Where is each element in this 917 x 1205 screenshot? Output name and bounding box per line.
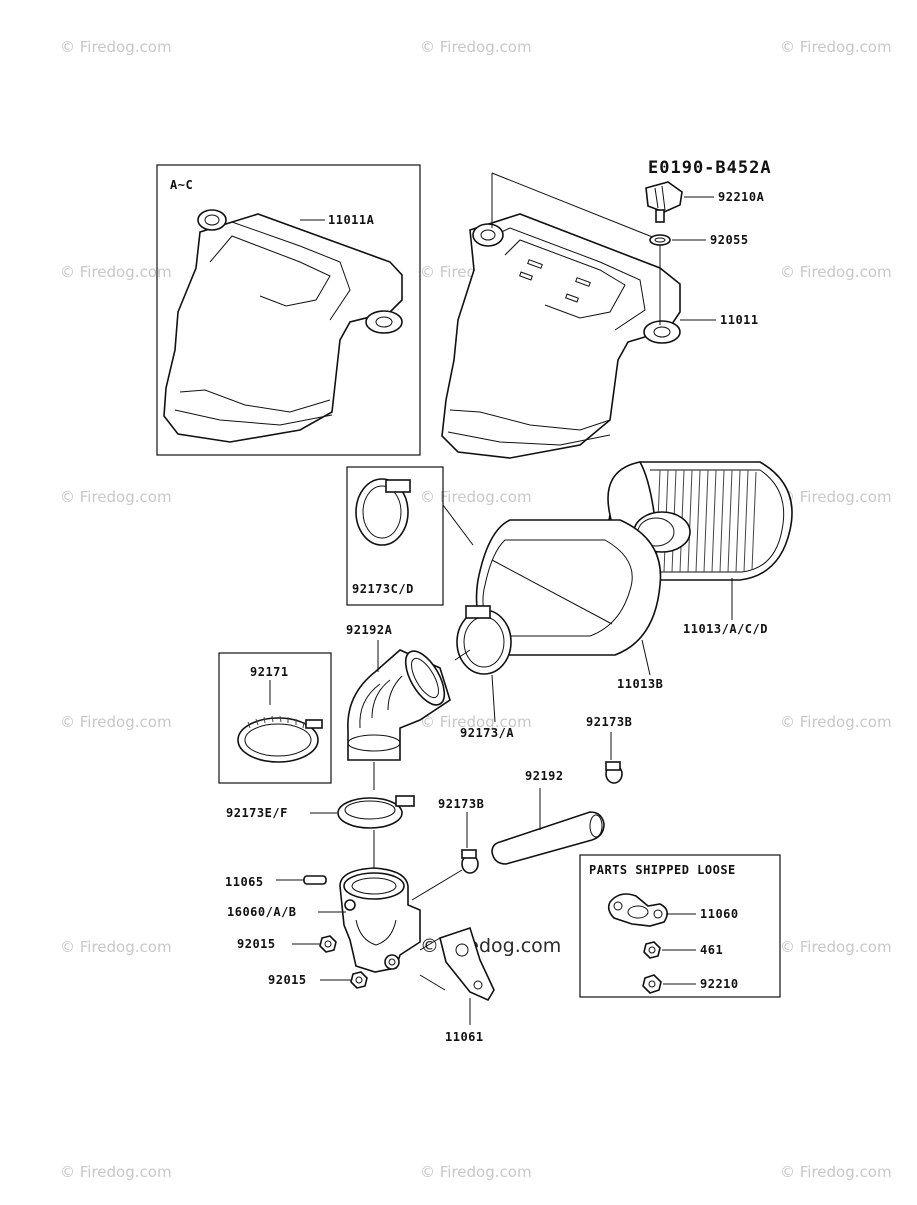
diagram-code: E0190-B452A — [648, 158, 772, 178]
nut-92210-illustration — [642, 974, 662, 994]
watermark: © Firedog.com — [420, 713, 532, 731]
watermark: © Firedog.com — [60, 38, 172, 56]
callout-11011a: 11011A — [328, 213, 375, 227]
callout-11061: 11061 — [445, 1030, 484, 1044]
precleaner-11013b-illustration — [475, 519, 662, 656]
watermark: © Firedog.com — [780, 1163, 892, 1181]
clamp-92173b-top-illustration — [605, 761, 623, 784]
watermark: © Firedog.com — [420, 488, 532, 506]
watermark: © Firedog.com — [60, 713, 172, 731]
watermark: © Firedog.com — [60, 1163, 172, 1181]
callout-92173a: 92173/A — [460, 726, 514, 740]
washer-92055-illustration — [649, 234, 671, 246]
cover-11011a-illustration — [163, 209, 403, 443]
watermark: © Firedog.com — [780, 713, 892, 731]
watermark: © Firedog.com — [420, 1163, 532, 1181]
clamp-box-92171: 92171 — [218, 652, 332, 784]
watermark: © Firedog.com — [60, 938, 172, 956]
callout-11011: 11011 — [720, 313, 759, 327]
duct-92192a-illustration — [347, 649, 451, 761]
parts-shipped-loose-box: PARTS SHIPPED LOOSE 11060 461 92210 — [579, 854, 781, 998]
watermark: © Firedog.com — [780, 488, 892, 506]
pin-11065-illustration — [303, 875, 327, 885]
callout-92015-a: 92015 — [237, 937, 276, 951]
callout-92173b-mid: 92173B — [438, 797, 484, 811]
clamp-box-92173cd: 92173C/D — [346, 466, 444, 606]
watermark: © Firedog.com — [60, 263, 172, 281]
clamp-92173b-mid-illustration — [461, 849, 479, 874]
callout-16060ab: 16060/A/B — [227, 905, 297, 919]
loose-frame — [579, 854, 781, 998]
callout-92173b-top: 92173B — [586, 715, 632, 729]
callout-11013b: 11013B — [617, 677, 663, 691]
loose-parts-title: PARTS SHIPPED LOOSE — [589, 863, 736, 877]
callout-92055: 92055 — [710, 233, 749, 247]
washer-461-illustration — [643, 941, 661, 959]
callout-92210a: 92210A — [718, 190, 765, 204]
callout-92210: 92210 — [700, 977, 739, 991]
watermark: © Firedog.com — [420, 38, 532, 56]
watermark: © Firedog.com — [60, 488, 172, 506]
hose-92192-illustration — [491, 811, 605, 865]
variant-label: A~C — [170, 178, 193, 192]
variant-frame — [156, 164, 421, 456]
callout-92171: 92171 — [250, 665, 289, 679]
clamp-frame — [218, 652, 332, 784]
callout-92173ef: 92173E/F — [226, 806, 288, 820]
cover-11011-illustration — [441, 213, 681, 459]
callout-92173cd: 92173C/D — [352, 582, 414, 596]
nut-92015-b-illustration — [350, 971, 368, 989]
gasket-11060-illustration — [607, 893, 668, 927]
callout-11065: 11065 — [225, 875, 264, 889]
callout-92192a: 92192A — [346, 623, 393, 637]
callout-461: 461 — [700, 943, 723, 957]
knob-92210a-illustration — [645, 181, 683, 223]
elbow-16060-illustration — [339, 867, 421, 973]
watermark: © Firedog.com — [780, 263, 892, 281]
callout-92015-b: 92015 — [268, 973, 307, 987]
callout-11060: 11060 — [700, 907, 739, 921]
clamp-frame — [346, 466, 444, 606]
clamp-92173ef-illustration — [337, 795, 415, 829]
nut-92015-a-illustration — [319, 935, 337, 953]
variant-box-a-c: A~C 11011A — [156, 164, 421, 456]
watermark: © Firedog.com — [780, 938, 892, 956]
gasket-11061-illustration — [439, 926, 495, 1002]
clamp-92173a-illustration — [456, 605, 512, 675]
callout-11013acd: 11013/A/C/D — [683, 622, 768, 636]
callout-92192: 92192 — [525, 769, 564, 783]
watermark: © Firedog.com — [780, 38, 892, 56]
